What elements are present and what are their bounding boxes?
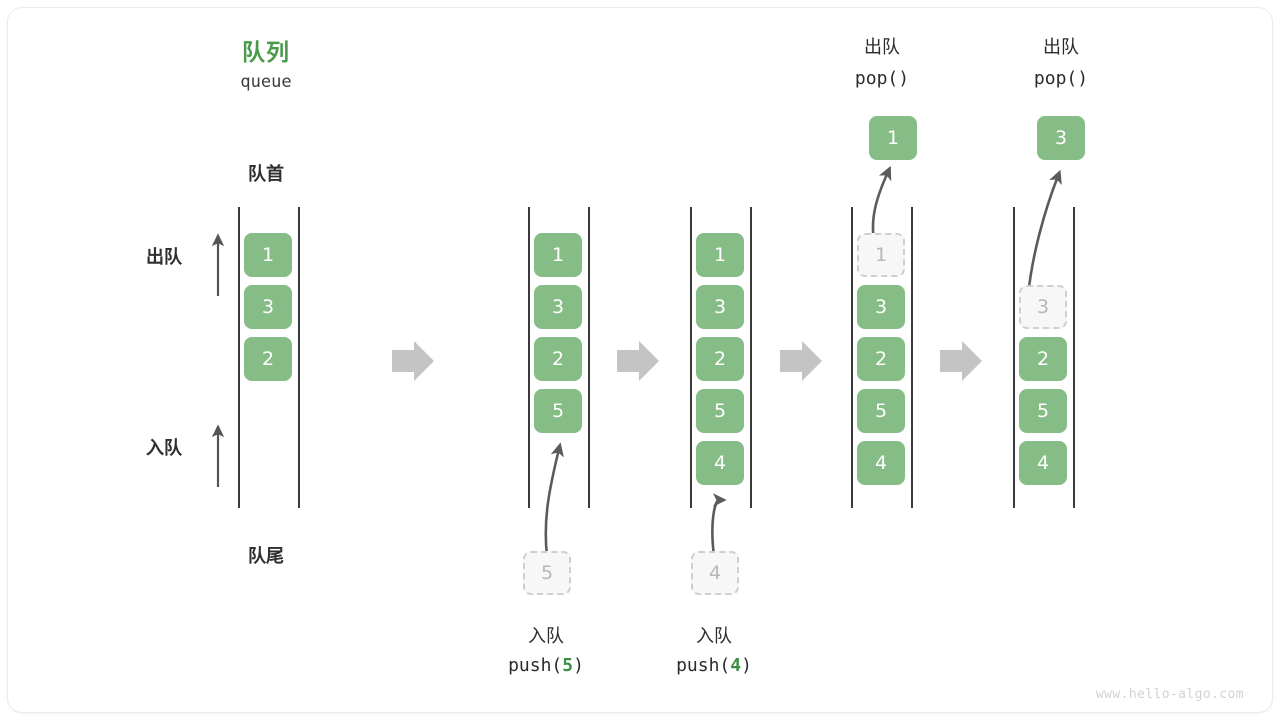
- figure-title-en: queue: [240, 72, 292, 92]
- queue-tail-label: 队尾: [248, 546, 284, 566]
- queue-cell: 2: [696, 337, 744, 381]
- pop-caption-cn: 出队: [1043, 37, 1079, 57]
- queue-cell: 1: [534, 233, 582, 277]
- popped-cell: 3: [1037, 116, 1085, 160]
- pop-caption-prefix: pop(: [854, 68, 899, 89]
- push-caption-number: 5: [562, 655, 574, 676]
- pop-caption-suffix: ): [898, 68, 910, 89]
- transition-arrow-2: [617, 341, 659, 381]
- queue-rail-left: [690, 207, 692, 508]
- queue-cell: 3: [696, 285, 744, 329]
- queue-cell: 1: [244, 233, 292, 277]
- dequeue-direction-label: 出队: [146, 247, 182, 267]
- queue-rail-left: [851, 207, 853, 508]
- push-caption-cn: 入队: [528, 626, 564, 646]
- enqueue-direction-label: 入队: [146, 438, 182, 458]
- pop-caption-cn: 出队: [864, 37, 900, 57]
- pop-caption-code: pop(): [991, 68, 1131, 89]
- queue-head-label: 队首: [248, 164, 284, 184]
- queue-cell: 4: [696, 441, 744, 485]
- queue-cell: 1: [696, 233, 744, 277]
- queue-cell: 3: [857, 285, 905, 329]
- queue-rail-right: [588, 207, 590, 508]
- queue-rail-left: [528, 207, 530, 508]
- push-caption-code: push(4): [634, 655, 794, 676]
- incoming-ghost-cell: 4: [691, 551, 739, 595]
- push-arrow-4: [711, 493, 727, 557]
- push-caption-prefix: push(: [676, 655, 731, 676]
- queue-cell: 2: [534, 337, 582, 381]
- queue-cell: 4: [1019, 441, 1067, 485]
- queue-cell: 5: [857, 389, 905, 433]
- push-caption-number: 4: [730, 655, 742, 676]
- transition-arrow-3: [780, 341, 822, 381]
- pop-caption-code: pop(): [812, 68, 952, 89]
- queue-cell: 3: [244, 285, 292, 329]
- queue-rail-right: [1073, 207, 1075, 508]
- queue-cell: 2: [244, 337, 292, 381]
- pop-caption-prefix: pop(: [1033, 68, 1078, 89]
- pop-caption-suffix: ): [1077, 68, 1089, 89]
- queue-cell: 5: [534, 389, 582, 433]
- queue-rail-left: [1013, 207, 1015, 508]
- queue-cell: 4: [857, 441, 905, 485]
- push-caption-suffix: ): [573, 655, 584, 676]
- incoming-ghost-cell: 5: [523, 551, 571, 595]
- queue-cell: 2: [857, 337, 905, 381]
- push-arrow-5: [544, 442, 564, 557]
- push-caption-suffix: ): [741, 655, 752, 676]
- site-watermark: www.hello-algo.com: [1095, 687, 1244, 702]
- push-caption-cn: 入队: [696, 626, 732, 646]
- figure-title-cn: 队列: [242, 39, 290, 65]
- transition-arrow-4: [940, 341, 982, 381]
- queue-cell-ghost: 3: [1019, 285, 1067, 329]
- push-caption-code: push(5): [466, 655, 626, 676]
- queue-cell: 5: [1019, 389, 1067, 433]
- transition-arrow-1: [392, 341, 434, 381]
- queue-rail-right: [911, 207, 913, 508]
- queue-rail-left: [238, 207, 240, 508]
- push-caption-prefix: push(: [508, 655, 563, 676]
- queue-cell: 2: [1019, 337, 1067, 381]
- pop-arrow-3: [1026, 169, 1062, 297]
- queue-rail-right: [750, 207, 752, 508]
- queue-cell: 3: [534, 285, 582, 329]
- popped-cell: 1: [869, 116, 917, 160]
- queue-rail-right: [298, 207, 300, 508]
- queue-cell-ghost: 1: [857, 233, 905, 277]
- queue-cell: 5: [696, 389, 744, 433]
